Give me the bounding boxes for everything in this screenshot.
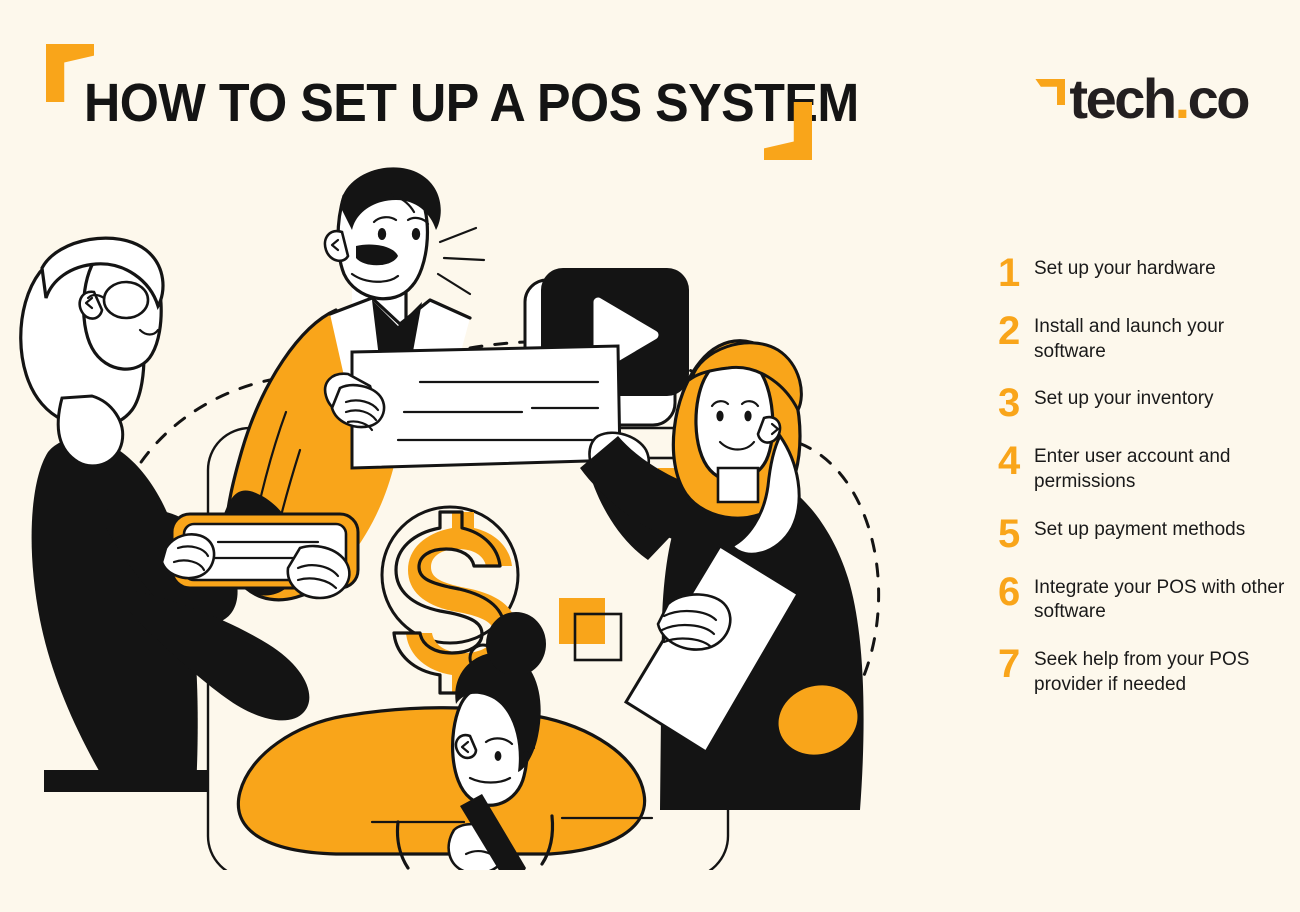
man-left-hand: [323, 372, 386, 432]
list-item: 2 Install and launch your software: [998, 309, 1298, 364]
logo-bracket-icon: [1035, 79, 1066, 105]
figure-woman-with-tablet: [19, 236, 360, 792]
step-number: 7: [998, 642, 1021, 687]
page-title: HOW TO SET UP A POS SYSTEM: [84, 73, 859, 133]
list-item: 7 Seek help from your POS provider if ne…: [998, 642, 1298, 697]
step-label: Set up payment methods: [1034, 518, 1246, 540]
illustration: .ln { fill:none; stroke:#141414; stroke-…: [0, 150, 960, 870]
header: HOW TO SET UP A POS SYSTEM tech.co: [0, 0, 1300, 180]
step-label: Seek help from your POS provider if need…: [1034, 649, 1250, 695]
step-number: 1: [998, 251, 1021, 295]
list-item: 6 Integrate your POS with other software: [998, 569, 1298, 625]
step-label: Install and launch your software: [1034, 316, 1225, 362]
paper-sheet: [623, 543, 801, 755]
title-block: HOW TO SET UP A POS SYSTEM: [46, 44, 859, 164]
figure-woman-with-paper: [580, 339, 864, 810]
list-item: 3 Set up your inventory: [998, 381, 1298, 426]
step-number: 4: [998, 439, 1021, 484]
step-label: Enter user account and permissions: [1034, 446, 1231, 493]
step-label: Set up your inventory: [1034, 388, 1214, 410]
step-label: Set up your hardware: [1034, 258, 1216, 279]
list-item: 5 Set up payment methods: [998, 511, 1298, 556]
step-label: Integrate your POS with other software: [1034, 576, 1285, 623]
step-number: 3: [998, 381, 1021, 426]
step-number: 5: [998, 511, 1021, 556]
techco-logo[interactable]: tech.co: [1035, 68, 1251, 130]
logo-dot: .: [1174, 67, 1191, 130]
content-banner-card: [350, 344, 622, 470]
step-number: 6: [998, 569, 1021, 614]
logo-name: tech: [1069, 67, 1177, 130]
figure-person-writing: [236, 612, 654, 870]
steps-list: 1 Set up your hardware 2 Install and lau…: [958, 251, 1298, 718]
list-item: 1 Set up your hardware: [998, 251, 1298, 295]
logo-text: tech.co: [1069, 71, 1250, 127]
step-number: 2: [998, 309, 1021, 353]
list-item: 4 Enter user account and permissions: [998, 439, 1298, 494]
glasses-icon: [86, 280, 150, 320]
logo-suffix: co: [1187, 67, 1251, 130]
